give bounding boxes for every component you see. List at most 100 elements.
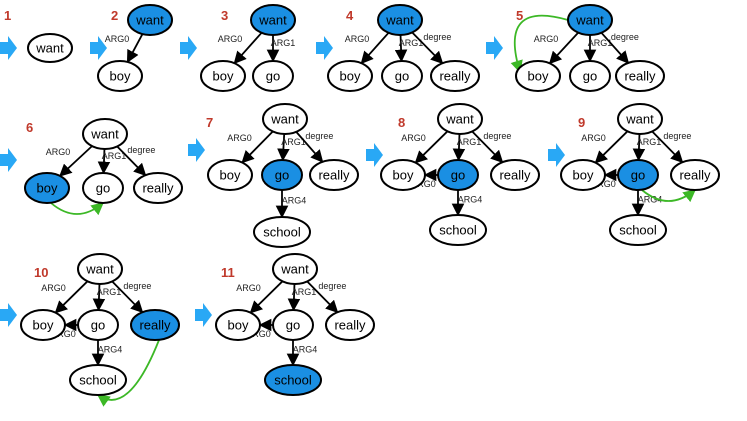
edge-label-arg4: ARG4 [638, 195, 663, 205]
node-really [325, 309, 375, 341]
node-label-go: go [395, 69, 409, 84]
step-number: 9 [578, 115, 585, 130]
node-label-really: really [318, 168, 350, 183]
edge-label-arg0: ARG0 [411, 179, 436, 189]
step-arrow-icon [90, 36, 107, 60]
node-really [490, 159, 540, 191]
edge-label-arg0: ARG0 [51, 329, 76, 339]
node-really [309, 159, 359, 191]
node-school [264, 364, 322, 396]
node-want [82, 118, 128, 150]
node-boy [515, 60, 561, 92]
node-label-boy: boy [110, 69, 131, 84]
node-label-really: really [142, 181, 174, 196]
node-label-go: go [286, 318, 300, 333]
node-label-really: really [439, 69, 471, 84]
node-label-want: want [85, 262, 114, 277]
node-want [377, 4, 423, 36]
node-label-boy: boy [393, 168, 414, 183]
step-number: 10 [34, 265, 48, 280]
node-label-go: go [275, 168, 289, 183]
edge-want-boy [594, 130, 629, 164]
edge-label-arg0: ARG0 [236, 283, 261, 293]
edge-want-really [295, 131, 324, 163]
edge-label-arg1: ARG1 [97, 287, 122, 297]
edge-label-arg0: ARG0 [581, 133, 606, 143]
node-want [617, 103, 663, 135]
edge-label-arg0: ARG0 [591, 179, 616, 189]
edge-want-really [651, 130, 684, 164]
node-label-go: go [266, 69, 280, 84]
node-label-want: want [270, 112, 299, 127]
edge-want-boy [548, 32, 579, 65]
step-number: 8 [398, 115, 405, 130]
edge-label-arg4: ARG4 [282, 196, 307, 206]
node-go [77, 309, 119, 341]
edge-want-really [306, 280, 339, 314]
node-go [437, 159, 479, 191]
node-go [569, 60, 611, 92]
node-label-boy: boy [33, 318, 54, 333]
node-label-boy: boy [37, 181, 58, 196]
transition-arrow [641, 189, 696, 203]
node-label-want: want [35, 41, 64, 56]
step-arrow-icon [195, 303, 212, 327]
edge-label-arg0: ARG0 [227, 133, 252, 143]
transition-arrow [50, 202, 104, 216]
node-label-want: want [625, 112, 654, 127]
edge-label-arg1: ARG1 [457, 137, 482, 147]
node-boy [215, 309, 261, 341]
node-want [272, 253, 318, 285]
node-label-boy: boy [220, 168, 241, 183]
node-really [130, 309, 180, 341]
node-go [617, 159, 659, 191]
edge-want-really [116, 145, 147, 177]
edge-want-boy [249, 280, 284, 314]
edge-label-arg1: ARG1 [102, 151, 127, 161]
node-label-boy: boy [340, 69, 361, 84]
node-want [437, 103, 483, 135]
step-arrow-icon [188, 138, 205, 162]
step-arrow-icon [0, 148, 17, 172]
edge-want-boy [233, 32, 263, 65]
edge-want-go [97, 148, 111, 175]
step-arrow-icon [0, 36, 17, 60]
node-want [127, 4, 173, 36]
node-label-school: school [439, 223, 477, 238]
step-arrow-icon [486, 36, 503, 60]
edge-label-arg0: ARG0 [41, 283, 66, 293]
edge-want-go [287, 283, 301, 312]
edge-want-really [111, 280, 144, 314]
edge-label-degree: degree [423, 32, 451, 42]
node-go [381, 60, 423, 92]
node-boy [327, 60, 373, 92]
step-arrow-icon [366, 143, 383, 167]
step-arrow-icon [180, 36, 197, 60]
node-want [77, 253, 123, 285]
node-go [272, 309, 314, 341]
node-school [253, 216, 311, 248]
edge-label-arg0: ARG0 [46, 147, 71, 157]
node-label-school: school [274, 373, 312, 388]
edge-want-go [452, 133, 466, 162]
node-label-want: want [135, 13, 164, 28]
transition-arrow [510, 14, 569, 74]
edge-want-boy [59, 145, 93, 177]
edge-label-degree: degree [611, 32, 639, 42]
edge-label-arg1: ARG1 [281, 137, 306, 147]
edge-want-boy [54, 280, 89, 314]
edge-label-arg0: ARG0 [246, 329, 271, 339]
edge-label-degree: degree [663, 131, 691, 141]
step-number: 7 [206, 115, 213, 130]
node-label-want: want [575, 13, 604, 28]
node-label-really: really [679, 168, 711, 183]
node-school [69, 364, 127, 396]
edge-want-go [277, 133, 290, 162]
